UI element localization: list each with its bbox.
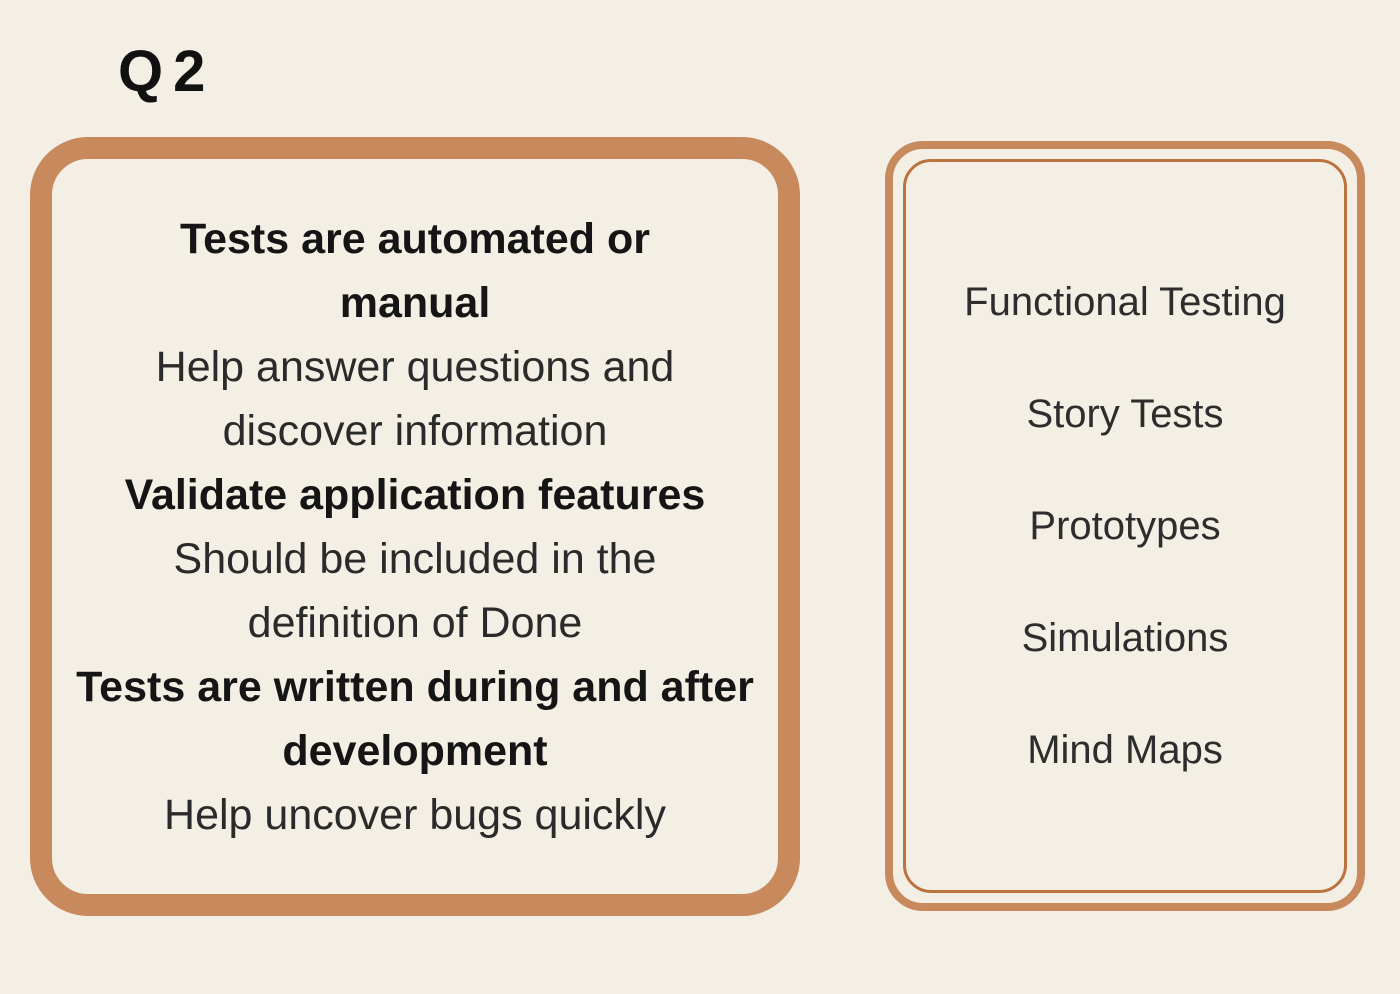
fact-help-uncover-bugs: Help uncover bugs quickly [164, 790, 666, 839]
fact-validate-application-features: Validate application features [124, 470, 706, 519]
list-item-functional-testing: Functional Testing [964, 280, 1286, 324]
fact-tests-automated-or-manual: Tests are automated or manual [180, 214, 650, 327]
fact-help-answer-questions: Help answer questions and discover infor… [155, 342, 675, 455]
list-item-story-tests: Story Tests [1026, 392, 1224, 436]
fact-included-in-definition-of-done: Should be included in the definition of … [173, 534, 657, 647]
testing-methods-list: Functional Testing Story Tests Prototype… [893, 149, 1357, 903]
list-item-mind-maps: Mind Maps [1027, 728, 1223, 772]
fact-tests-written-during-after: Tests are written during and after devel… [76, 662, 754, 775]
page-title: Q2 [118, 39, 216, 104]
test-facts-card: Tests are automated or manual Help answe… [30, 137, 800, 916]
list-item-prototypes: Prototypes [1029, 504, 1221, 548]
testing-methods-card: Functional Testing Story Tests Prototype… [885, 141, 1365, 911]
list-item-simulations: Simulations [1021, 616, 1229, 660]
